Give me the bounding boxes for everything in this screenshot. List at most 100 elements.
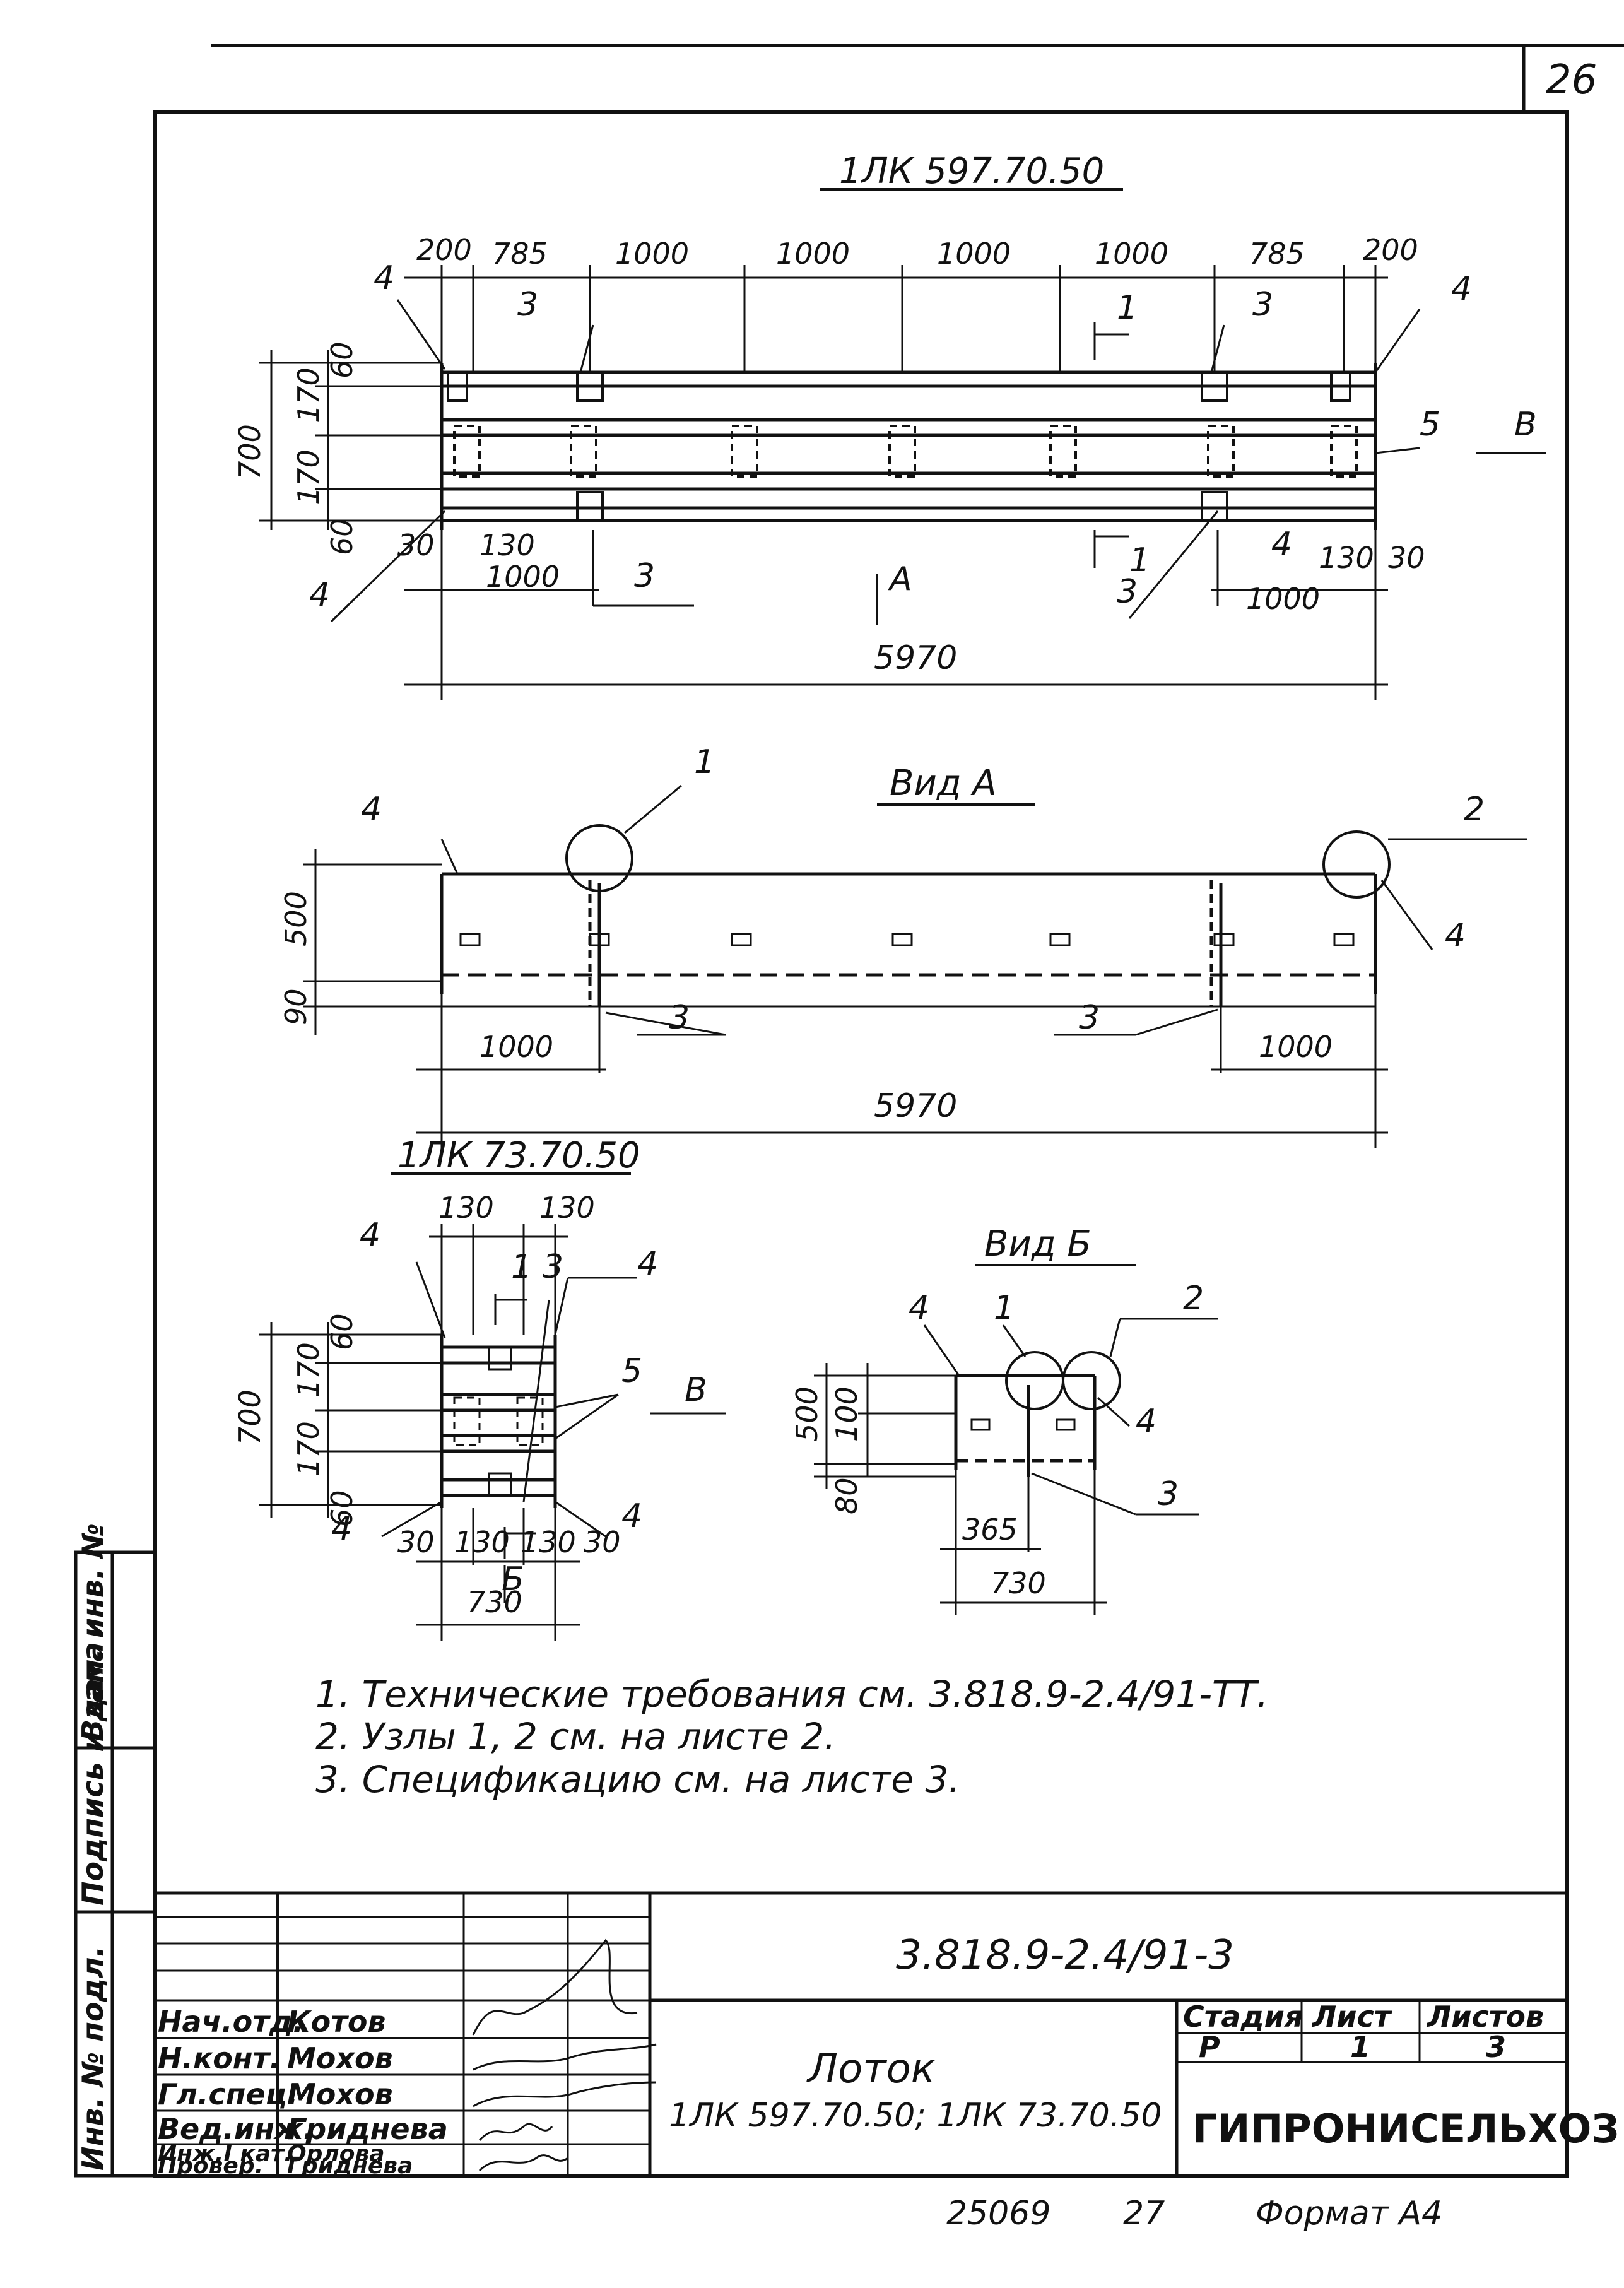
view-b-dim-500: 500: [790, 1386, 824, 1442]
plan-top-bottom-dim-1000r: 1000: [1246, 582, 1320, 616]
plan-top-label-a: А: [888, 560, 912, 598]
footer-format: Формат А4: [1256, 2195, 1442, 2232]
plan-top-dim-7: 200: [1363, 233, 1418, 267]
view-a-dim-1000l: 1000: [480, 1030, 553, 1064]
side-stamp-sign: Подпись и дата: [76, 1642, 110, 1906]
plan-top-left-dim-0: 60: [325, 341, 359, 379]
plan-small-label-3: 3: [543, 1248, 563, 1286]
plan-top-dim-3: 1000: [776, 237, 850, 271]
plan-top-left-dim-1: 170: [291, 367, 326, 423]
tb-sheet-label: Лист: [1311, 2000, 1392, 2034]
plan-top-bottom-dim-130: 130: [480, 528, 535, 562]
plan-small-left-dim-2: 170: [291, 1421, 326, 1477]
tb-name-4: Орлова: [287, 2141, 385, 2167]
note-3: 3. Спецификацию см. на листе 3.: [315, 1758, 960, 1801]
plan-top-label-3-bl: 3: [634, 557, 655, 595]
plan-small-left-dim-3: 60: [325, 1490, 359, 1527]
tb-name-2: Мохов: [287, 2077, 393, 2111]
plan-small-label-4-br: 4: [621, 1497, 642, 1535]
plan-small-label-b: В: [685, 1371, 707, 1409]
tb-sheets-label: Листов: [1426, 2000, 1544, 2034]
plan-small-bottom-dim-2: 130: [521, 1525, 576, 1559]
plan-small-label-4-tl: 4: [360, 1217, 380, 1254]
plan-small-label-4-bl: 4: [331, 1510, 352, 1548]
plan-top-height: 700: [233, 424, 267, 480]
tb-stage: Р: [1199, 2030, 1220, 2064]
plan-small-label-5: 5: [621, 1352, 642, 1390]
plan-top-total: 5970: [874, 639, 957, 677]
plan-top-dim-4: 1000: [937, 237, 1011, 271]
plan-small-label-1: 1: [511, 1248, 532, 1286]
view-a-label-3-left: 3: [669, 999, 690, 1037]
view-b-dim-80: 80: [830, 1477, 864, 1514]
plan-small-title: 1ЛК 73.70.50: [397, 1135, 640, 1176]
tb-stage-label: Стадия: [1183, 2000, 1303, 2034]
view-b-label-1: 1: [994, 1289, 1015, 1327]
plan-small-bottom-dim-3: 30: [584, 1525, 621, 1559]
plan-top-label-b: В: [1514, 406, 1537, 444]
plan-top-bottom-dim-30r: 30: [1388, 541, 1425, 575]
tb-role-4: Инж.I кат.: [158, 2141, 293, 2167]
view-a-label-2: 2: [1464, 791, 1485, 829]
plan-top-label-1-bottom: 1: [1129, 541, 1150, 579]
view-a-label-3-right: 3: [1079, 999, 1100, 1037]
view-b-title: Вид Б: [984, 1224, 1091, 1265]
plan-top-dim-6: 785: [1249, 237, 1305, 271]
view-b-dim-730: 730: [991, 1566, 1046, 1600]
plan-top-bottom-dim-30: 30: [397, 528, 435, 562]
tb-product-name: Лоток: [806, 2046, 936, 2092]
plan-top-left-dim-3: 60: [325, 518, 359, 555]
view-a-label-1: 1: [694, 743, 715, 781]
view-b-dim-100: 100: [830, 1386, 864, 1442]
view-a-dim-1000r: 1000: [1259, 1030, 1333, 1064]
plan-small-left-dim-1: 170: [291, 1342, 326, 1398]
plan-small-top-dim-0: 130: [438, 1191, 494, 1225]
plan-top-dim-1: 785: [492, 237, 548, 271]
plan-top-label-4-tr: 4: [1451, 270, 1472, 308]
tb-name-5: Гриднева: [287, 2153, 413, 2179]
plan-top-label-5: 5: [1420, 406, 1440, 444]
tb-role-1: Н.конт.: [158, 2041, 281, 2075]
side-stamp-replace: Взам. инв. №: [76, 1523, 110, 1742]
tb-name-3: Гриднева: [287, 2112, 448, 2146]
tb-role-2: Гл.спец.: [158, 2077, 298, 2111]
note-1: 1. Технические требования см. 3.818.9-2.…: [315, 1673, 1268, 1716]
plan-small-top-dim-1: 130: [539, 1191, 595, 1225]
plan-top-label-4-br: 4: [1271, 526, 1292, 563]
plan-small-bottom-dim-1: 130: [454, 1525, 510, 1559]
plan-top-label-4-tl: 4: [374, 259, 394, 297]
signature-scribbles: [472, 1938, 657, 2172]
note-2: 2. Узлы 1, 2 см. на листе 2.: [315, 1715, 836, 1758]
plan-small-label-b-bottom: Б: [502, 1560, 524, 1598]
plan-top-bottom-dim-1000l: 1000: [486, 560, 560, 594]
plan-small-total: 730: [467, 1585, 522, 1619]
plan-top-title: 1ЛК 597.70.50: [839, 151, 1104, 192]
view-a-label-4-right: 4: [1445, 917, 1466, 955]
plan-top-label-3-br: 3: [1117, 573, 1138, 611]
view-a-title: Вид А: [890, 763, 997, 804]
view-a-label-4-left: 4: [361, 791, 382, 829]
plan-top-dim-2: 1000: [615, 237, 689, 271]
side-stamp-inv: Инв. № подл.: [76, 1946, 110, 2171]
plan-top-label-3-tr: 3: [1252, 286, 1273, 324]
plan-top-dim-0: 200: [416, 233, 472, 267]
tb-sheet: 1: [1350, 2030, 1370, 2064]
plan-top-label-1-top: 1: [1117, 289, 1138, 327]
plan-top-label-3-tl: 3: [517, 286, 538, 324]
view-b-label-4-right: 4: [1136, 1403, 1156, 1441]
tb-role-0: Нач.отд.: [158, 2005, 303, 2039]
view-a-dim-90: 90: [279, 988, 313, 1025]
plan-top-label-4-bl: 4: [309, 576, 330, 614]
tb-sheets: 3: [1486, 2030, 1506, 2064]
view-b-label-4-left: 4: [909, 1289, 929, 1327]
plan-small-bottom-dim-0: 30: [397, 1525, 435, 1559]
view-b-label-2: 2: [1183, 1280, 1204, 1318]
tb-role-3: Вед.инж.: [158, 2112, 314, 2146]
plan-small-label-4-tr: 4: [637, 1245, 658, 1283]
view-b-dim-365: 365: [962, 1513, 1018, 1547]
view-a-dim-500: 500: [279, 891, 313, 946]
tb-organization: ГИПРОНИСЕЛЬХОЗ: [1192, 2106, 1619, 2152]
tb-name-1: Мохов: [287, 2041, 393, 2075]
footer-inv: 25069: [946, 2195, 1050, 2232]
